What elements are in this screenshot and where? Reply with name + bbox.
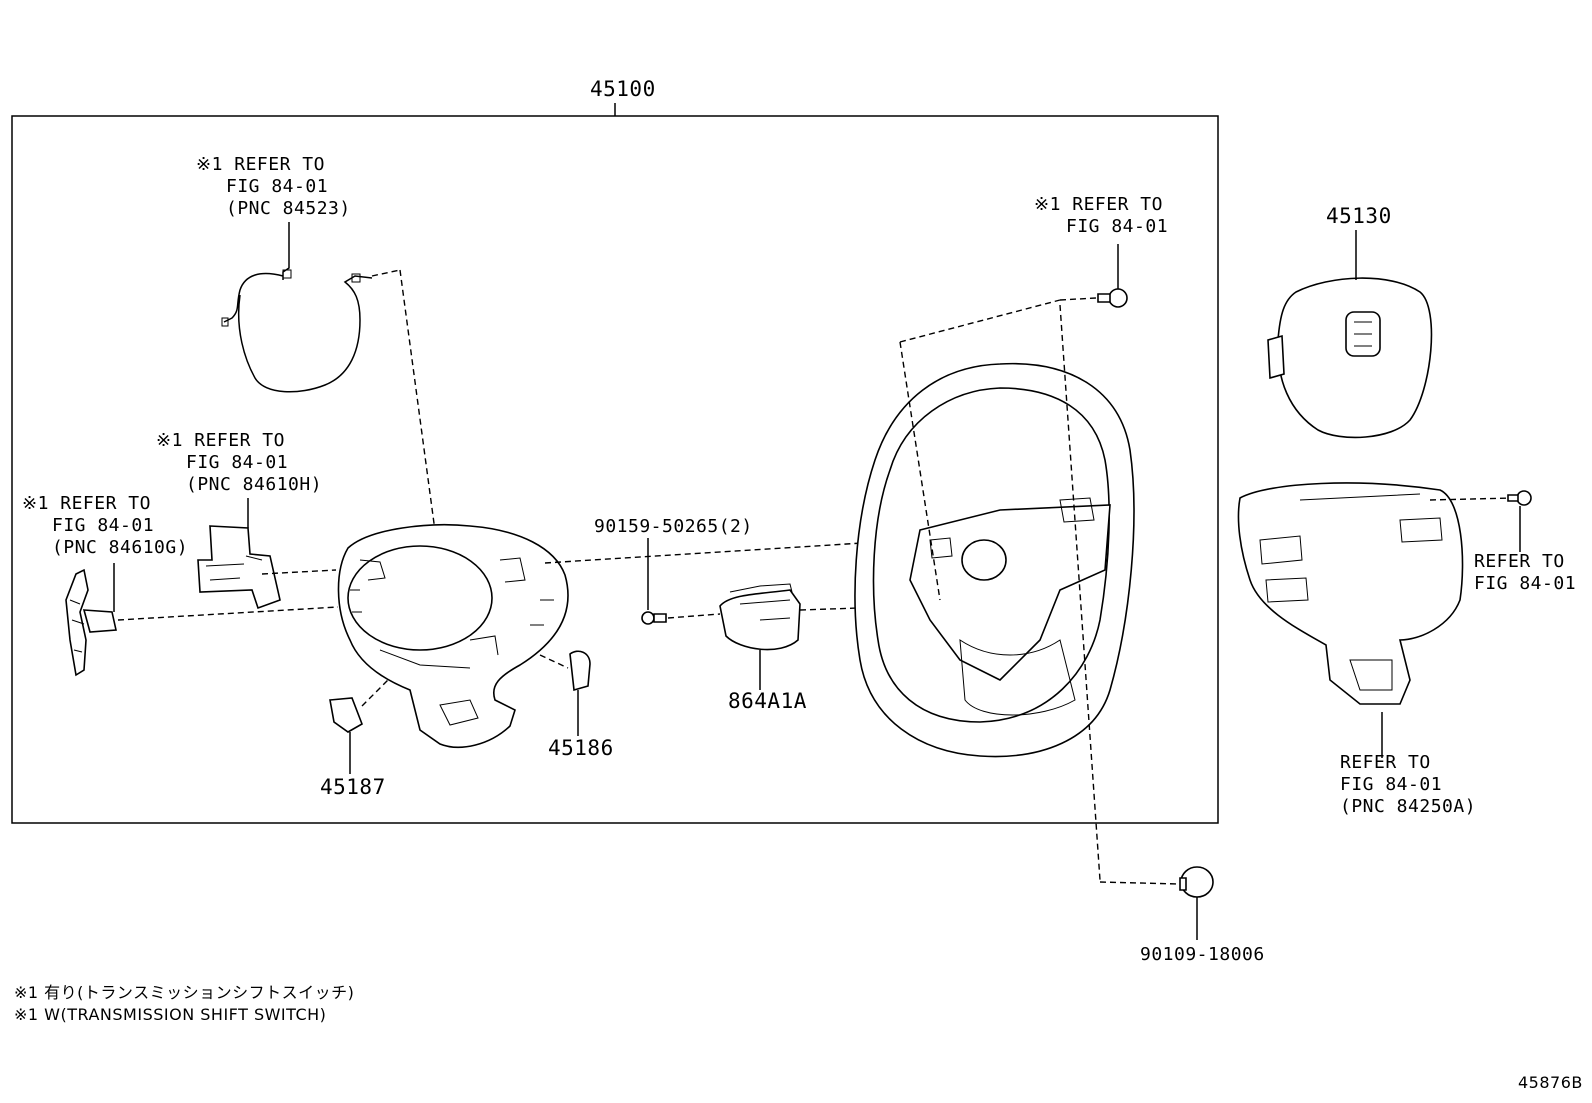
bolt-top-part (1097, 288, 1128, 308)
label-90159-50265: 90159-50265(2) (594, 516, 753, 537)
ref-line: (PNC 84610H) (186, 474, 323, 495)
wire-dash-leader (371, 269, 401, 277)
bolt-90109-part (1179, 866, 1214, 898)
ref-line: ※1 REFER TO (196, 154, 325, 175)
steering-column-cover-part (337, 524, 569, 748)
ref-line: ※1 REFER TO (156, 430, 285, 451)
wire-harness-part (221, 222, 373, 393)
figure-code: 45876B (1518, 1073, 1583, 1092)
label-45187: 45187 (320, 775, 386, 799)
ref-line: FIG 84-01 (226, 176, 329, 197)
assembly-label: 45100 (590, 77, 656, 101)
wheel-dash-vert (1059, 304, 1101, 881)
ref-line: ※1 REFER TO (1034, 194, 1163, 215)
label-90109-18006: 90109-18006 (1140, 944, 1265, 965)
switch-84250a-part (1237, 482, 1464, 705)
ref-line: FIG 84-01 (1474, 573, 1577, 594)
note-english: ※1 W(TRANSMISSION SHIFT SWITCH) (14, 1005, 327, 1024)
bolt-right-part (1507, 490, 1532, 506)
cover-45187-part (329, 697, 363, 733)
ref-line: REFER TO (1340, 752, 1431, 773)
steering-wheel-part (854, 362, 1135, 758)
cover-dash-right (544, 539, 911, 564)
ref-line: REFER TO (1474, 551, 1565, 572)
ref-line: FIG 84-01 (1340, 774, 1443, 795)
paddle-84610g-part (65, 568, 117, 677)
cover-45186-part (569, 650, 591, 692)
label-864a1a: 864A1A (728, 689, 807, 713)
ref-line: (PNC 84250A) (1340, 796, 1477, 817)
paddle-84610h-part (197, 525, 281, 610)
note-japanese: ※1 有り(トランスミッションシフトスイッチ) (14, 983, 355, 1002)
switch-864a1a-part (719, 583, 801, 651)
ref-line: FIG 84-01 (1066, 216, 1169, 237)
airbag-45130-part (1267, 277, 1433, 439)
ref-line: (PNC 84610G) (52, 537, 189, 558)
screw-90159-part (641, 611, 667, 625)
ref-line: FIG 84-01 (52, 515, 155, 536)
ref-line: (PNC 84523) (226, 198, 351, 219)
label-45130: 45130 (1326, 204, 1392, 228)
label-45186: 45186 (548, 736, 614, 760)
ref-line: FIG 84-01 (186, 452, 289, 473)
ref-line: ※1 REFER TO (22, 493, 151, 514)
